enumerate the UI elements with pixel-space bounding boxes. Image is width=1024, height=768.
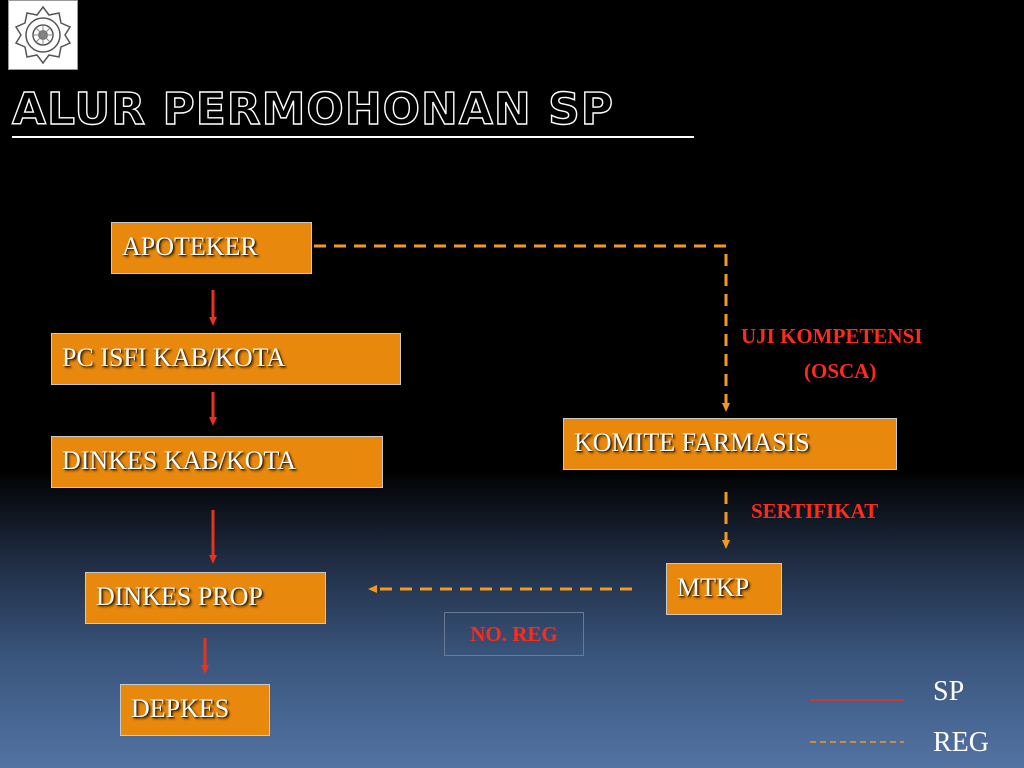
- university-seal-logo: [8, 0, 78, 70]
- legend-reg-label: REG: [933, 727, 989, 758]
- title-underline: [12, 136, 694, 138]
- box-dinkes-prop: DINKES PROP: [85, 572, 326, 624]
- label-no-reg: NO. REG: [444, 612, 584, 656]
- box-komite-farmasis: KOMITE FARMASIS: [563, 418, 897, 470]
- arrow-apoteker-to-komite: [314, 244, 730, 412]
- university-seal-icon: [14, 5, 72, 65]
- page-title: ALUR PERMOHONAN SP: [11, 83, 615, 135]
- label-uji-kompetensi: UJI KOMPETENSI: [741, 324, 923, 348]
- label-osca: (OSCA): [804, 359, 877, 383]
- label-sertifikat: SERTIFIKAT: [751, 499, 879, 523]
- box-dinkes-kab: DINKES KAB/KOTA: [51, 436, 383, 488]
- box-mtkp: MTKP: [666, 563, 782, 615]
- box-apoteker: APOTEKER: [111, 222, 312, 274]
- box-pc-isfi: PC ISFI KAB/KOTA: [51, 333, 401, 385]
- box-depkes: DEPKES: [120, 684, 270, 736]
- legend-sp-label: SP: [933, 676, 965, 707]
